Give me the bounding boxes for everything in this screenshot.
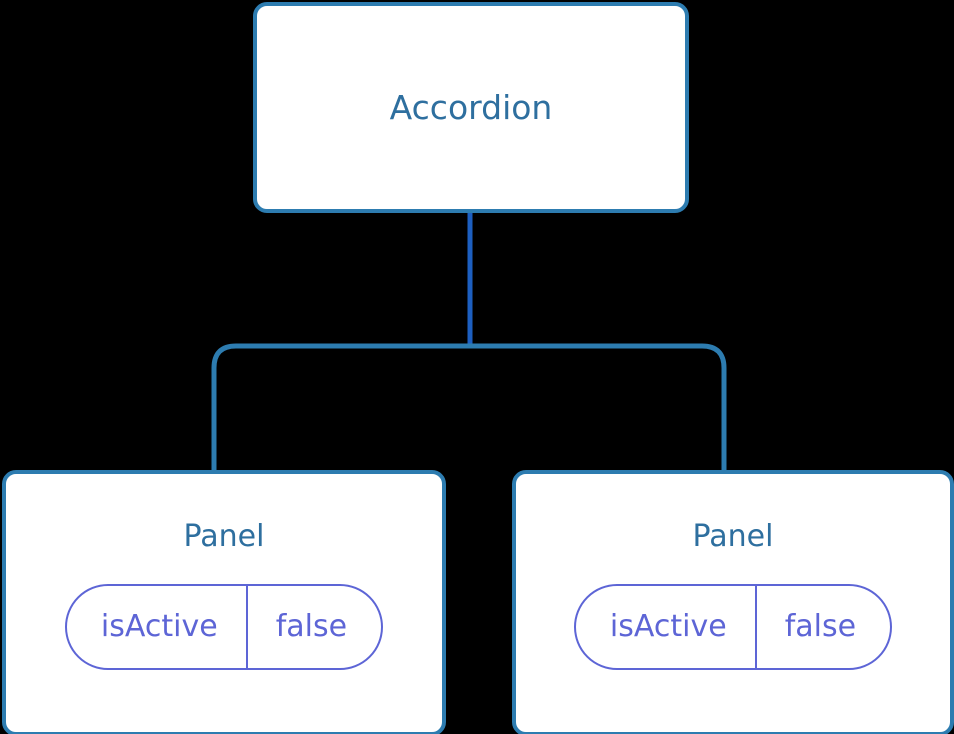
connector-bracket-left	[211, 343, 470, 472]
connector-bracket-right	[470, 343, 727, 472]
state-pill-left[interactable]: isActive false	[64, 584, 384, 670]
node-panel-left-content: Panel isActive false	[6, 522, 442, 670]
node-panel-left-label: Panel	[183, 519, 265, 554]
node-accordion[interactable]: Accordion	[253, 2, 689, 213]
node-panel-right[interactable]: Panel isActive false	[512, 470, 954, 734]
node-accordion-label: Accordion	[389, 88, 553, 127]
state-pill-left-key: isActive	[100, 609, 218, 644]
node-panel-right-content: Panel isActive false	[516, 522, 950, 670]
state-pill-left-value: false	[245, 586, 381, 668]
node-panel-right-label: Panel	[692, 519, 774, 554]
state-pill-right-value: false	[754, 586, 890, 668]
state-pill-right-key: isActive	[609, 609, 727, 644]
state-pill-right[interactable]: isActive false	[573, 584, 893, 670]
node-panel-left[interactable]: Panel isActive false	[2, 470, 446, 734]
